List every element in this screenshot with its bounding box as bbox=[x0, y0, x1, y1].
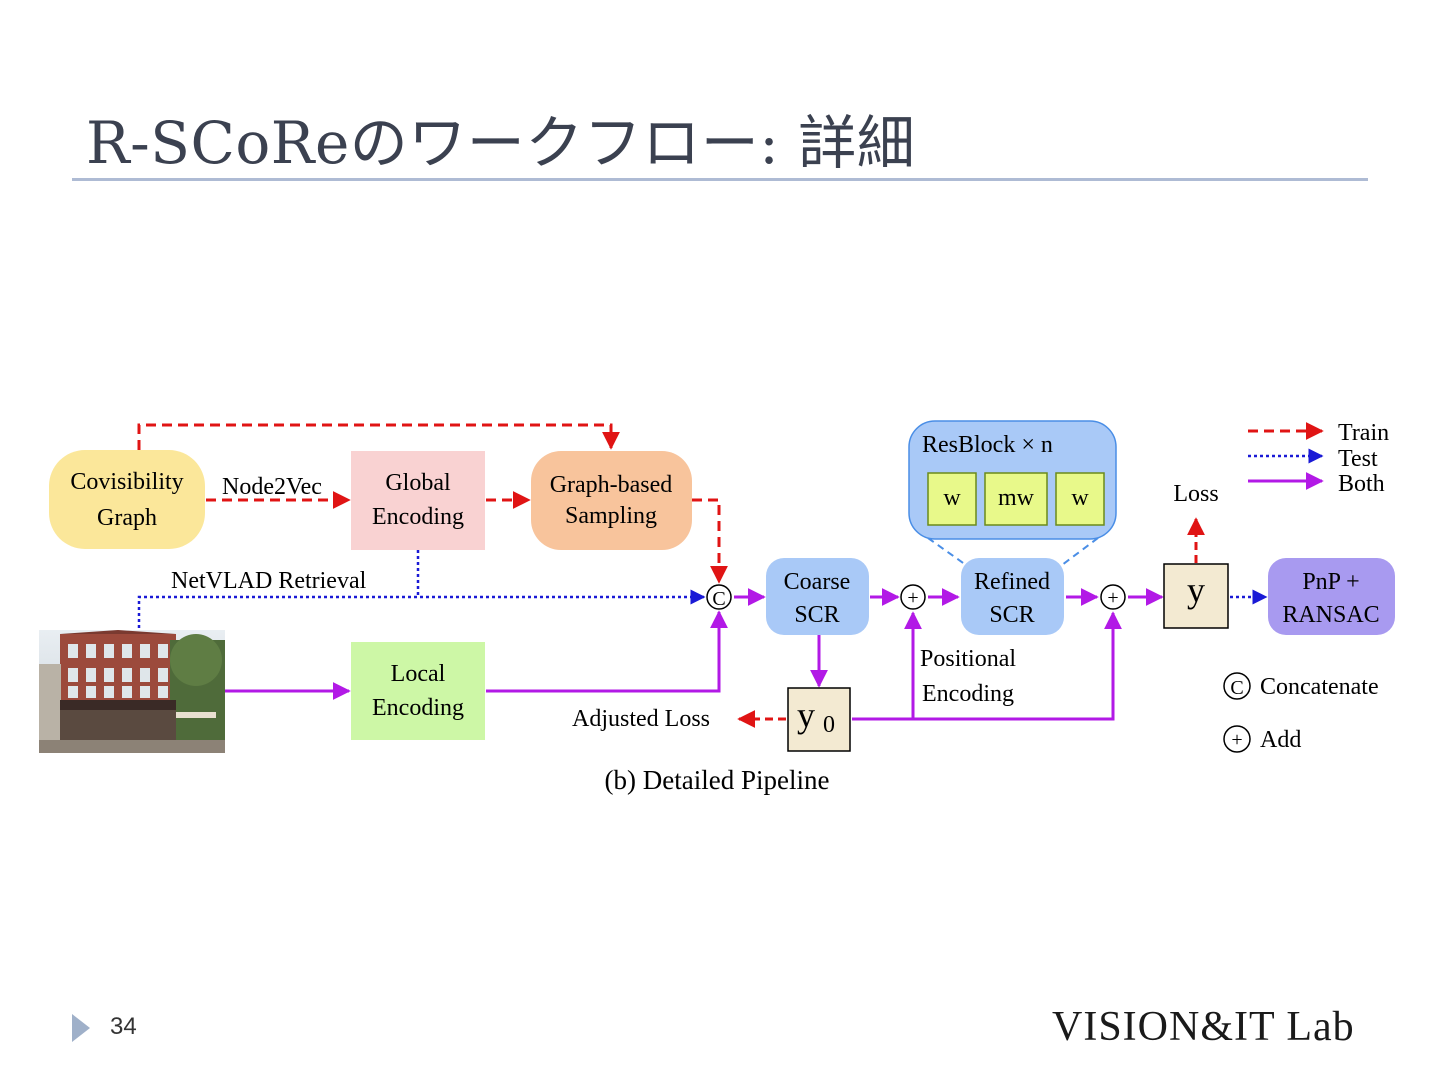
pnp-label-line2: RANSAC bbox=[1282, 602, 1379, 628]
edge-label-netvlad: NetVLAD Retrieval bbox=[171, 568, 367, 594]
add-symbol-2 bbox=[1100, 584, 1126, 610]
edge-label-positional-line2: Encoding bbox=[922, 681, 1014, 707]
edge-label-loss: Loss bbox=[1173, 481, 1218, 507]
lab-logo: VISION&IT Lab bbox=[1052, 1004, 1355, 1050]
legend-test-label: Test bbox=[1338, 446, 1378, 472]
resblock-item-w1-label: w bbox=[943, 485, 961, 511]
covisibility-label-line2: Graph bbox=[97, 505, 157, 531]
concat-symbol bbox=[706, 584, 732, 610]
coarse-label-line2: SCR bbox=[794, 602, 839, 628]
node-y0 bbox=[787, 687, 851, 752]
legend-add-symbol bbox=[1223, 725, 1251, 753]
y0-main: y bbox=[797, 695, 815, 735]
add-symbol-1 bbox=[900, 584, 926, 610]
edge-local-to-concat bbox=[486, 610, 728, 693]
node-global-encoding bbox=[351, 451, 485, 550]
local-label-line2: Encoding bbox=[372, 695, 464, 721]
y0-label: y bbox=[797, 695, 815, 735]
node-refined-scr bbox=[961, 558, 1064, 635]
resblock-item-mw bbox=[984, 472, 1048, 526]
add-symbol-2-sign: + bbox=[1107, 587, 1118, 609]
edge-label-positional-line1: Positional bbox=[920, 646, 1016, 672]
node-pnp-ransac bbox=[1268, 558, 1395, 635]
node-covisibility-graph bbox=[49, 450, 205, 549]
sampling-label-line2: Sampling bbox=[565, 503, 657, 529]
edge-covis-to-sampling bbox=[137, 423, 620, 450]
edge-sampling-to-concat bbox=[692, 498, 728, 584]
query-image bbox=[39, 630, 225, 753]
edge-image-netvlad bbox=[137, 589, 706, 628]
edge-label-adjusted-loss: Adjusted Loss bbox=[572, 706, 710, 732]
legend-train-label: Train bbox=[1338, 420, 1389, 446]
local-label-line1: Local bbox=[391, 661, 446, 687]
node-coarse-scr bbox=[766, 558, 869, 635]
diagram-caption: (b) Detailed Pipeline bbox=[605, 765, 830, 795]
resblock-item-w2-label: w bbox=[1071, 485, 1089, 511]
refined-label-line2: SCR bbox=[989, 602, 1034, 628]
pnp-label-line1: PnP + bbox=[1302, 569, 1359, 595]
page-marker-icon bbox=[72, 1014, 90, 1042]
page-number: 34 bbox=[110, 1013, 137, 1040]
add-symbol-1-sign: + bbox=[907, 587, 918, 609]
node-graph-sampling bbox=[531, 451, 692, 550]
global-label-line2: Encoding bbox=[372, 504, 464, 530]
resblock-item-w1 bbox=[927, 472, 977, 526]
edge-label-node2vec: Node2Vec bbox=[222, 474, 322, 500]
coarse-label-line1: Coarse bbox=[784, 569, 851, 595]
legend-both-label: Both bbox=[1338, 471, 1385, 497]
y0-subscript: 0 bbox=[823, 712, 835, 738]
legend-concat-label: Concatenate bbox=[1260, 674, 1379, 700]
resblock-label: ResBlock × n bbox=[922, 432, 1053, 458]
legend-add-sign: + bbox=[1231, 729, 1242, 751]
legend-add-label: Add bbox=[1260, 727, 1301, 753]
legend-concat-symbol bbox=[1223, 672, 1251, 700]
refined-label-line1: Refined bbox=[974, 569, 1050, 595]
legend: Train Test Both C Concatenate + Add bbox=[1223, 420, 1389, 753]
node-local-encoding bbox=[351, 642, 485, 740]
covisibility-label-line1: Covisibility bbox=[70, 469, 183, 495]
sampling-label-line1: Graph-based bbox=[550, 472, 673, 498]
resblock-item-w2 bbox=[1055, 472, 1105, 526]
concat-symbol-letter: C bbox=[712, 588, 725, 610]
node-y-output bbox=[1163, 563, 1229, 629]
resblock-zoom-right bbox=[1061, 537, 1099, 566]
legend-concat-letter: C bbox=[1230, 677, 1243, 699]
y-output-label: y bbox=[1187, 570, 1205, 610]
title-divider bbox=[72, 178, 1368, 181]
slide-title: R-SCoReのワークフロー: 詳細 bbox=[86, 109, 916, 177]
resblock-zoom-left bbox=[927, 537, 967, 566]
global-label-line1: Global bbox=[385, 470, 451, 496]
edge-y0-to-adds bbox=[852, 611, 1122, 721]
resblock-item-mw-label: mw bbox=[998, 485, 1035, 511]
